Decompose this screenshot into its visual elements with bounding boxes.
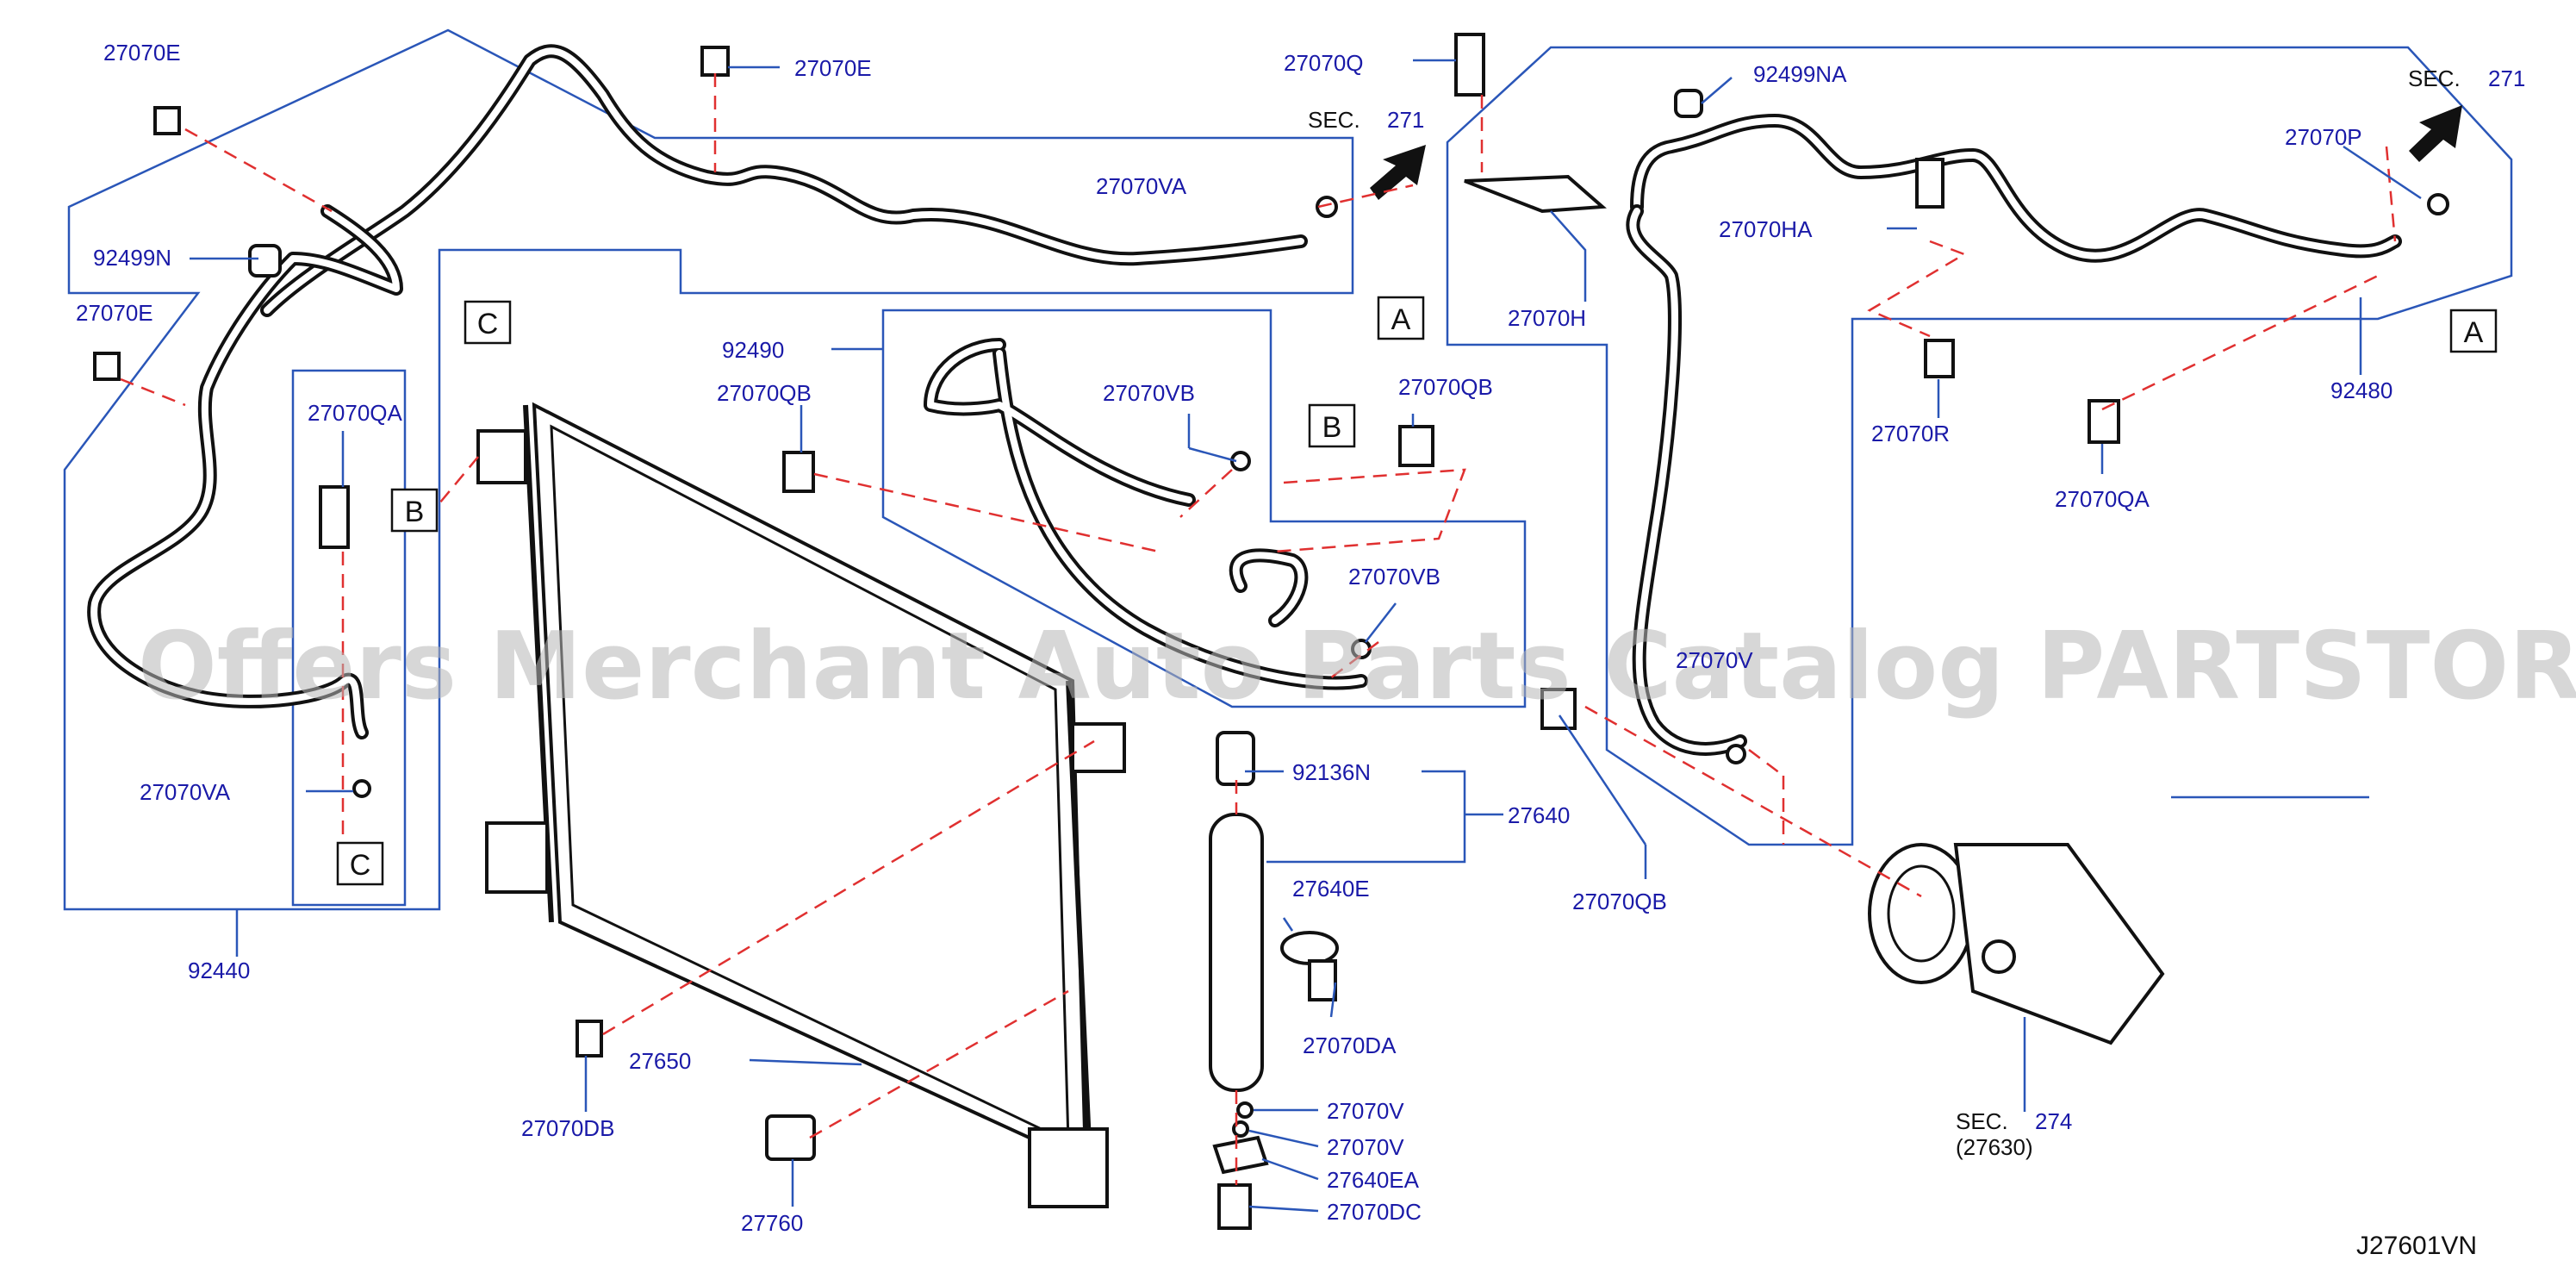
clip-27070e-3 <box>93 352 121 381</box>
group-outlines <box>63 28 2513 911</box>
part-labels: 27070E 27070E 27070E 92499N 27070QA 2707… <box>76 40 2392 1236</box>
bolt-27070qb-1 <box>782 451 815 493</box>
sec-274-link[interactable]: 274 <box>2035 1108 2072 1134</box>
oring-27070va-1 <box>1316 196 1338 218</box>
part-label-27070e-2[interactable]: 27070E <box>794 55 872 81</box>
bolt-27070da <box>1308 959 1337 1001</box>
part-label-27640e[interactable]: 27640E <box>1292 876 1370 902</box>
sec-271-link-left[interactable]: 271 <box>1387 107 1424 133</box>
pipe-92440 <box>87 44 1308 739</box>
leader-lines <box>190 59 2422 1213</box>
liquid-tank-body <box>1209 813 1264 1092</box>
part-label-27650[interactable]: 27650 <box>629 1048 691 1074</box>
ref-box-c-bottom: C <box>350 849 371 882</box>
outline-left-small <box>291 369 407 907</box>
bracket-27640ea <box>1212 1135 1269 1175</box>
part-label-27070v-partial[interactable]: 27070V <box>1676 647 1753 673</box>
part-label-27640[interactable]: 27640 <box>1508 802 1570 828</box>
bolt-27070qb-2 <box>1398 425 1434 467</box>
part-label-27070vb-1[interactable]: 27070VB <box>1103 380 1195 406</box>
part-label-27070dc[interactable]: 27070DC <box>1327 1199 1422 1225</box>
part-label-27070qb-1[interactable]: 27070QB <box>717 380 812 406</box>
part-label-27070p[interactable]: 27070P <box>2285 124 2362 150</box>
part-label-27070va-1[interactable]: 27070VA <box>1096 173 1187 199</box>
watermark-text: Offers Merchant Auto Parts Catalog PARTS… <box>138 613 2576 721</box>
screw-27070db <box>576 1020 603 1058</box>
pressure-sensor-92136n <box>1216 731 1255 786</box>
oring-27070v-a <box>1726 744 1746 764</box>
bolt-27070qa-2 <box>2088 399 2120 444</box>
oring-27070vb-1 <box>1230 451 1251 471</box>
part-label-92136n[interactable]: 92136N <box>1292 759 1371 785</box>
part-label-27070e-1[interactable]: 27070E <box>103 40 181 66</box>
outline-92440 <box>63 28 1354 911</box>
bolt-27070dc <box>1217 1183 1252 1230</box>
condenser-bracket-right <box>1071 722 1126 773</box>
outline-92490 <box>881 309 1527 708</box>
oring-27070p <box>2427 193 2449 215</box>
part-label-27070db[interactable]: 27070DB <box>521 1115 614 1141</box>
section-references[interactable]: SEC. 271 SEC. 271 SEC. 274 (27630) <box>1308 66 2525 1160</box>
sec-271-prefix-left: SEC. <box>1308 107 1360 133</box>
ref-box-b-left: B <box>405 496 425 528</box>
diagram-code: J27601VN <box>2356 1232 2477 1260</box>
oring-27070v-1 <box>1236 1101 1254 1119</box>
condenser-27650 <box>476 402 1126 1208</box>
sec-274-sub: (27630) <box>1956 1134 2033 1160</box>
part-label-27070qa-2[interactable]: 27070QA <box>2055 486 2150 512</box>
part-label-92480[interactable]: 92480 <box>2330 377 2392 403</box>
part-label-27070v-2[interactable]: 27070V <box>1327 1134 1404 1160</box>
condenser-tank-bottom <box>1028 1127 1109 1208</box>
cap-92499na <box>1674 89 1703 118</box>
compressor-sec-274 <box>1868 843 2165 1045</box>
part-label-27070qb-3[interactable]: 27070QB <box>1572 889 1667 914</box>
bracket-27640e <box>1280 931 1339 965</box>
nut-27070r <box>1924 339 1955 378</box>
ref-box-b-right: B <box>1322 411 1342 444</box>
part-label-27070ha[interactable]: 27070HA <box>1719 216 1813 242</box>
outline-92480 <box>1446 46 2513 846</box>
oring-27070va-2 <box>352 779 371 798</box>
part-label-27070r[interactable]: 27070R <box>1871 421 1950 446</box>
part-label-92499na[interactable]: 92499NA <box>1753 61 1847 87</box>
part-label-92499n[interactable]: 92499N <box>93 245 171 271</box>
part-label-27070e-3[interactable]: 27070E <box>76 300 153 326</box>
part-label-27760[interactable]: 27760 <box>741 1210 803 1236</box>
bolt-27070qa-1 <box>319 485 350 549</box>
ref-box-a-right: A <box>2464 316 2484 349</box>
sec-271-prefix-right: SEC. <box>2408 66 2461 91</box>
part-label-27070qb-2[interactable]: 27070QB <box>1398 374 1493 400</box>
clip-27070e-1 <box>153 106 181 135</box>
condenser-bracket-bottom <box>485 821 549 894</box>
bracket-27070ha <box>1915 158 1944 209</box>
ref-box-c-top: C <box>477 308 499 340</box>
part-label-27640ea[interactable]: 27640EA <box>1327 1167 1420 1193</box>
bracket-27070h <box>1464 174 1607 214</box>
part-label-27070v-1[interactable]: 27070V <box>1327 1098 1404 1124</box>
part-label-27070q[interactable]: 27070Q <box>1284 50 1364 76</box>
part-label-27070da[interactable]: 27070DA <box>1303 1033 1397 1058</box>
pipe-92490 <box>924 338 1368 690</box>
condenser-core <box>532 402 1088 1167</box>
sec-271-link-right[interactable]: 271 <box>2488 66 2525 91</box>
part-label-27070qa-1[interactable]: 27070QA <box>308 400 403 426</box>
condenser-bracket-top <box>476 429 527 484</box>
clip-27070e-2 <box>700 46 730 77</box>
sec-274-prefix: SEC. <box>1956 1108 2008 1134</box>
part-label-27070h[interactable]: 27070H <box>1508 305 1586 331</box>
part-label-27070vb-2[interactable]: 27070VB <box>1348 564 1440 590</box>
section-arrows <box>1370 105 2462 200</box>
bolt-27070q <box>1454 33 1485 97</box>
part-label-27070va-2[interactable]: 27070VA <box>140 779 231 805</box>
ref-box-a-left: A <box>1391 303 1411 336</box>
cap-92499n <box>248 244 282 278</box>
part-label-92490[interactable]: 92490 <box>722 337 784 363</box>
reference-boxes: A A B B C C <box>336 296 2498 886</box>
part-label-92440[interactable]: 92440 <box>188 958 250 983</box>
bolt-27070qb-3 <box>1540 688 1577 730</box>
dashed-lines <box>120 73 2397 1185</box>
pipe-92480 <box>1626 114 2402 756</box>
sensor-27760 <box>765 1114 816 1161</box>
